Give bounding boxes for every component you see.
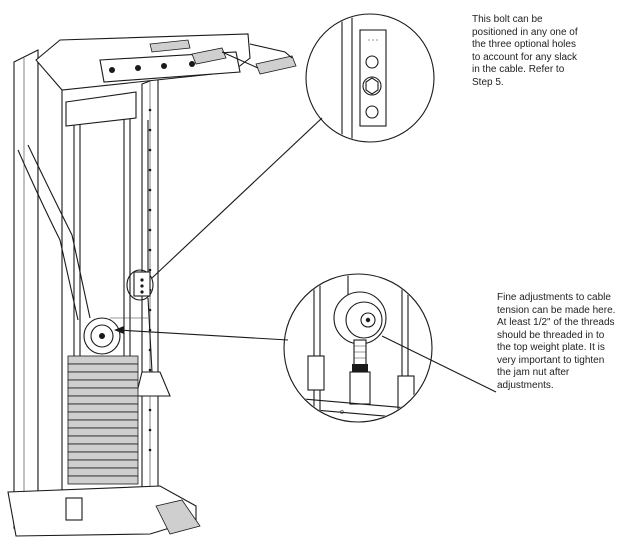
weight-stack — [67, 355, 139, 485]
leader-bolt — [151, 117, 323, 279]
detail-circle-bolt-holes — [305, 13, 435, 143]
stack-pulley-circle — [83, 317, 121, 355]
callout-tension-text: Fine adjustments to cable tension can be… — [497, 292, 616, 391]
detail-circle-pulley: o — [283, 273, 433, 423]
bolt-detail-circle — [126, 269, 154, 301]
upright-holes — [148, 108, 152, 452]
machine-frame — [7, 33, 297, 537]
svg-text:o: o — [340, 409, 344, 416]
leader-lines — [114, 117, 497, 393]
d-handle — [135, 371, 171, 397]
leader-tension — [381, 335, 497, 393]
leader-pulley — [117, 329, 289, 341]
callout-bolt-text: This bolt can be positioned in any one o… — [472, 14, 578, 88]
leader-arrow-head — [114, 326, 124, 334]
top-handles — [149, 39, 297, 75]
